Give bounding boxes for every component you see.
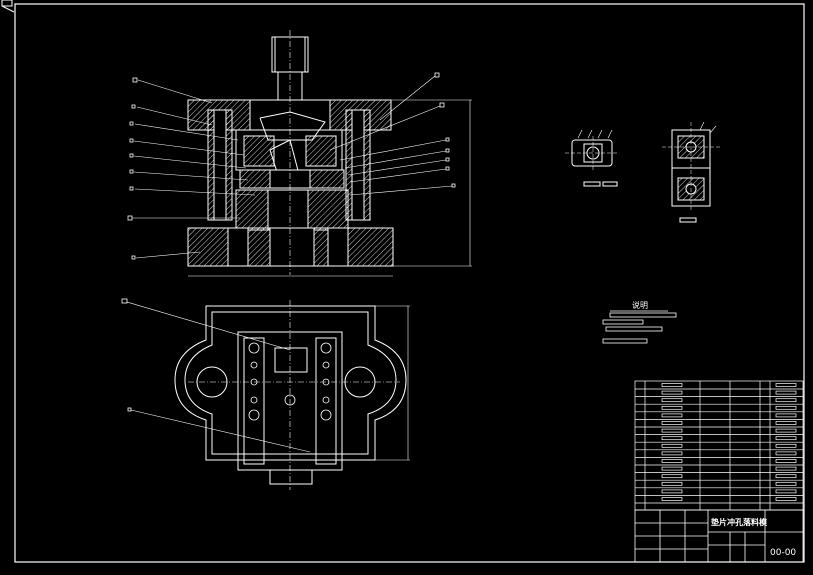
part-number-balloons [121, 72, 456, 412]
parts-list-row-mark [661, 489, 683, 494]
parts-list-row-mark [775, 459, 797, 463]
parts-list-row-mark [775, 421, 797, 425]
parts-list-row-mark [775, 413, 797, 418]
parts-list-row-mark [661, 466, 683, 471]
parts-list-row-mark [661, 390, 683, 395]
parts-list-row-mark [661, 428, 683, 433]
front-section-view [132, 30, 472, 277]
parts-list-row-mark [775, 481, 797, 486]
parts-list-row-mark [661, 481, 683, 486]
parts-list-row-mark [775, 398, 797, 403]
parts-list-table [634, 380, 804, 511]
corner-marker [1, 0, 15, 13]
drawing-number: 00-00 [770, 548, 797, 558]
drawing-frame [14, 3, 805, 563]
parts-list-row-mark [775, 405, 797, 410]
parts-list-row-mark [775, 383, 797, 387]
parts-list-row-mark [775, 451, 797, 456]
parts-list-row-mark [661, 497, 683, 501]
parts-list-row-mark [661, 451, 683, 456]
notes-heading: 说明 [632, 301, 648, 310]
parts-list-row-mark [661, 443, 683, 448]
parts-list-row-mark [661, 405, 683, 410]
parts-list-row-mark [775, 466, 797, 471]
parts-list-row-mark [661, 421, 683, 425]
parts-list-row-mark [775, 390, 797, 395]
technical-notes [602, 310, 677, 344]
parts-list-row-mark [775, 443, 797, 448]
plan-view [126, 300, 410, 490]
parts-list-row-mark [775, 436, 797, 441]
parts-list-row-mark [661, 436, 683, 441]
parts-list-row-mark [661, 459, 683, 463]
parts-list-row-mark [661, 413, 683, 418]
workpiece-views [565, 121, 720, 223]
parts-list-row-mark [661, 383, 683, 387]
parts-list-row-mark [661, 474, 683, 479]
parts-list-row-mark [775, 497, 797, 501]
parts-list-row-mark [775, 474, 797, 479]
parts-list-row-mark [661, 398, 683, 403]
parts-list-row-mark [775, 428, 797, 433]
parts-list-row-mark [775, 489, 797, 494]
title-block [634, 509, 804, 563]
drawing-title: 垫片冲孔落料模 [711, 518, 767, 527]
